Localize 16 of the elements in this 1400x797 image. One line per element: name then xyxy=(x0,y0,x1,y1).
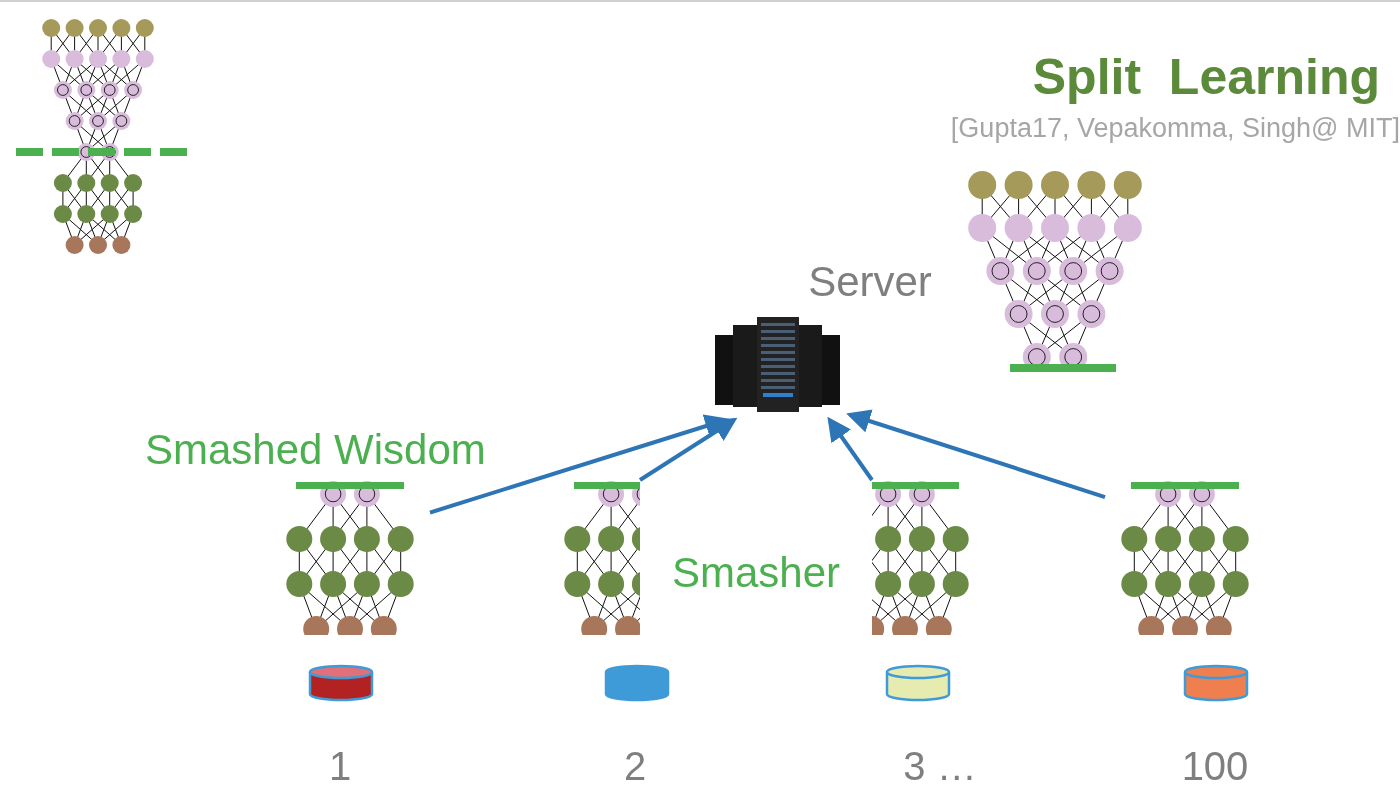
database-cylinder xyxy=(1183,664,1249,702)
arrow xyxy=(827,416,874,482)
dataset-number: 2 xyxy=(622,743,648,790)
database-cylinder xyxy=(885,664,951,702)
server-label: Server xyxy=(807,257,933,307)
arrow xyxy=(429,414,730,515)
citation: [Gupta17, Vepakomma, Singh@ MIT] xyxy=(949,112,1400,145)
dataset-number: 1 xyxy=(327,743,353,790)
database-cylinder xyxy=(604,664,670,702)
title: Split Learning xyxy=(1031,48,1380,107)
smashed-wisdom-label: Smashed Wisdom xyxy=(145,425,486,475)
arrow xyxy=(846,409,1106,499)
dataset-number: 100 xyxy=(1180,743,1250,790)
arrow xyxy=(638,417,738,482)
dataset-number: 3 … xyxy=(902,743,978,790)
database-cylinder xyxy=(308,664,374,702)
